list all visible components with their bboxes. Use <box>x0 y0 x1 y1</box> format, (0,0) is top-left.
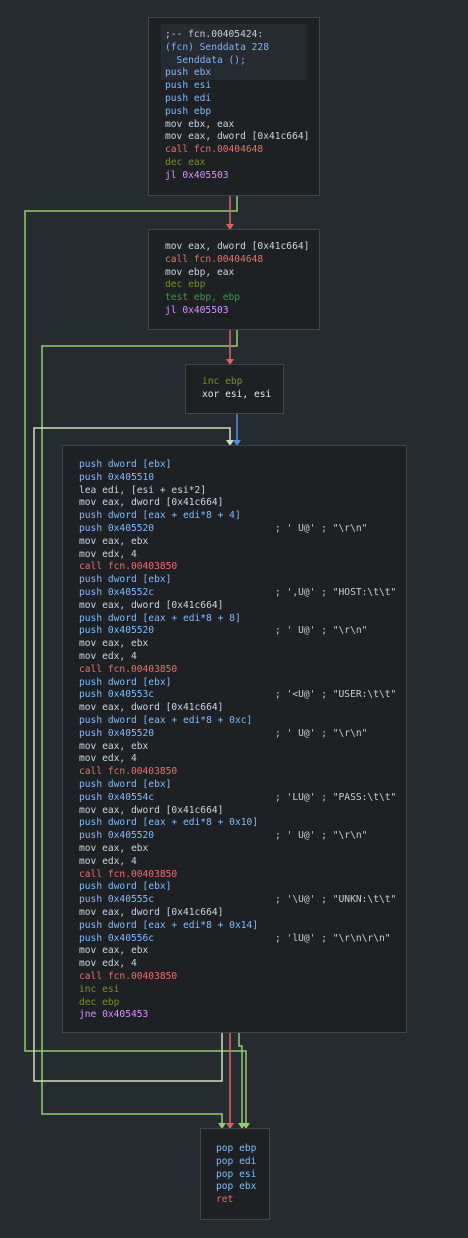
instruction-line[interactable]: mov eax, ebx <box>79 945 149 957</box>
instruction-line[interactable]: mov edx, 4 <box>79 855 137 867</box>
string-comment: ; 'LU@' ; "PASS:\t\t" <box>275 791 397 803</box>
instruction-line[interactable]: push 0x40553c <box>79 689 155 701</box>
instruction-line[interactable]: push 0x405510 <box>79 471 155 483</box>
instruction-line[interactable]: push 0x40554c <box>79 791 155 803</box>
instruction-line[interactable]: call fcn.00404648 <box>165 144 264 156</box>
string-comment: ; '<U@' ; "USER:\t\t" <box>275 689 397 701</box>
instruction-line[interactable]: push dword [ebx] <box>79 676 172 688</box>
instruction-line[interactable]: call fcn.00403850 <box>79 561 178 573</box>
instruction-line[interactable]: mov eax, dword [0x41c664] <box>165 241 310 252</box>
instruction-line[interactable]: call fcn.00403850 <box>79 663 178 675</box>
edge-n1-to-exit-true <box>24 196 247 1124</box>
instruction-line[interactable]: mov ebp, eax <box>165 266 235 278</box>
instruction-line[interactable]: push dword [ebx] <box>79 574 172 586</box>
edge-n4-loop-back <box>33 427 231 1082</box>
instruction-line[interactable]: call fcn.00403850 <box>79 868 178 880</box>
instruction-line[interactable]: push dword [eax + edi*8 + 4] <box>79 510 241 522</box>
instruction-line[interactable]: push ebx <box>165 67 212 79</box>
instruction-line[interactable]: mov eax, ebx <box>79 535 149 547</box>
instruction-line[interactable]: push dword [eax + edi*8 + 8] <box>79 612 241 624</box>
instruction-line[interactable]: push 0x405520 <box>79 830 155 842</box>
instruction-line[interactable]: inc esi <box>79 983 120 995</box>
instruction-line[interactable]: jne 0x405453 <box>79 1009 149 1021</box>
arrowhead-n4-entry <box>233 440 241 446</box>
instruction-line[interactable]: mov eax, dword [0x41c664] <box>165 131 310 143</box>
instruction-line[interactable]: push 0x40556c <box>79 932 155 944</box>
instruction-line[interactable]: push 0x405520 <box>79 727 155 739</box>
instruction-line[interactable]: push 0x40555c <box>79 894 155 906</box>
instruction-line[interactable]: pop ebx <box>216 1181 257 1193</box>
arrowhead-exit-4 <box>242 1123 250 1129</box>
instruction-line[interactable]: ret <box>216 1194 234 1206</box>
instruction-line[interactable]: dec eax <box>165 157 206 168</box>
instruction-line[interactable]: mov eax, dword [0x41c664] <box>79 804 224 816</box>
instruction-line[interactable]: jl 0x405503 <box>165 305 229 316</box>
instruction-line[interactable]: inc ebp <box>202 376 243 387</box>
instruction-line[interactable]: mov eax, dword [0x41c664] <box>79 907 224 918</box>
basic-block-entry[interactable]: ;-- fcn.00405424:(fcn) Senddata 228 Send… <box>148 17 320 196</box>
arrowhead-exit-2 <box>226 1123 234 1129</box>
instruction-line[interactable]: push 0x405520 <box>79 523 155 534</box>
instruction-line[interactable]: push dword [eax + edi*8 + 0x10] <box>79 817 259 829</box>
instruction-line[interactable]: mov edx, 4 <box>79 958 137 970</box>
string-comment: ; 'lU@' ; "\r\n\r\n" <box>275 932 391 944</box>
instruction-line[interactable]: mov eax, dword [0x41c664] <box>79 702 224 714</box>
instruction-line[interactable]: push 0x405520 <box>79 625 155 637</box>
instruction-line[interactable]: push 0x40552c <box>79 587 155 598</box>
instruction-line[interactable]: push esi <box>165 80 212 92</box>
arrowhead-exit-1 <box>218 1123 226 1129</box>
instruction-line[interactable]: push ebp <box>165 105 212 117</box>
instruction-line[interactable]: dec ebp <box>79 996 120 1008</box>
instruction-line[interactable]: test ebp, ebp <box>165 292 241 304</box>
edge-n2-to-exit-true <box>41 330 238 1124</box>
instruction-line[interactable]: jl 0x405503 <box>165 169 229 181</box>
instruction-line[interactable]: pop esi <box>216 1168 257 1180</box>
instruction-line[interactable]: pop edi <box>216 1155 257 1167</box>
function-header-line[interactable]: Senddata (); <box>165 54 246 66</box>
instruction-line[interactable]: call fcn.00403850 <box>79 766 178 778</box>
function-header-line[interactable]: ;-- fcn.00405424: <box>165 29 264 40</box>
string-comment: ; ' U@' ; "\r\n" <box>275 727 368 739</box>
instruction-line[interactable]: mov eax, ebx <box>79 740 149 752</box>
instruction-line[interactable]: mov edx, 4 <box>79 548 137 560</box>
string-comment: ; ' U@' ; "\r\n" <box>275 523 368 534</box>
instruction-line[interactable]: mov eax, dword [0x41c664] <box>79 497 224 509</box>
string-comment: ; '\U@' ; "UNKN:\t\t" <box>275 894 397 906</box>
string-comment: ; ' U@' ; "\r\n" <box>275 830 368 842</box>
instruction-line[interactable]: mov edx, 4 <box>79 651 137 662</box>
instruction-line[interactable]: push dword [ebx] <box>79 881 172 893</box>
instruction-line[interactable]: push dword [eax + edi*8 + 0xc] <box>79 715 253 726</box>
edge-n4-to-exit-true <box>238 1033 243 1124</box>
instruction-line[interactable]: mov eax, ebx <box>79 843 149 854</box>
basic-block-check-count[interactable]: mov eax, dword [0x41c664]call fcn.004046… <box>148 229 320 330</box>
instruction-line[interactable]: mov edx, 4 <box>79 753 137 765</box>
instruction-line[interactable]: push edi <box>165 93 212 104</box>
arrowhead-n2 <box>226 224 234 230</box>
instruction-line[interactable]: push dword [ebx] <box>79 459 172 470</box>
instruction-line[interactable]: mov ebx, eax <box>165 118 235 130</box>
string-comment: ; ' U@' ; "\r\n" <box>275 625 368 637</box>
instruction-line[interactable]: push dword [ebx] <box>79 779 172 790</box>
instruction-line[interactable]: lea edi, [esi + esi*2] <box>79 484 207 496</box>
instruction-line[interactable]: pop ebp <box>216 1143 257 1154</box>
instruction-line[interactable]: mov eax, dword [0x41c664] <box>79 599 224 611</box>
arrowhead-n3 <box>226 359 234 365</box>
instruction-line[interactable]: dec ebp <box>165 279 206 291</box>
string-comment: ; ',U@' ; "HOST:\t\t" <box>275 587 397 598</box>
arrowhead-n4-loop <box>226 440 234 446</box>
instruction-line[interactable]: push dword [eax + edi*8 + 0x14] <box>79 919 259 931</box>
instruction-line[interactable]: call fcn.00404648 <box>165 253 264 265</box>
function-header-highlight <box>161 24 307 80</box>
function-header-line[interactable]: (fcn) Senddata 228 <box>165 41 269 53</box>
instruction-line[interactable]: call fcn.00403850 <box>79 971 178 982</box>
instruction-line[interactable]: xor esi, esi <box>202 388 272 400</box>
instruction-line[interactable]: mov eax, ebx <box>79 638 149 650</box>
